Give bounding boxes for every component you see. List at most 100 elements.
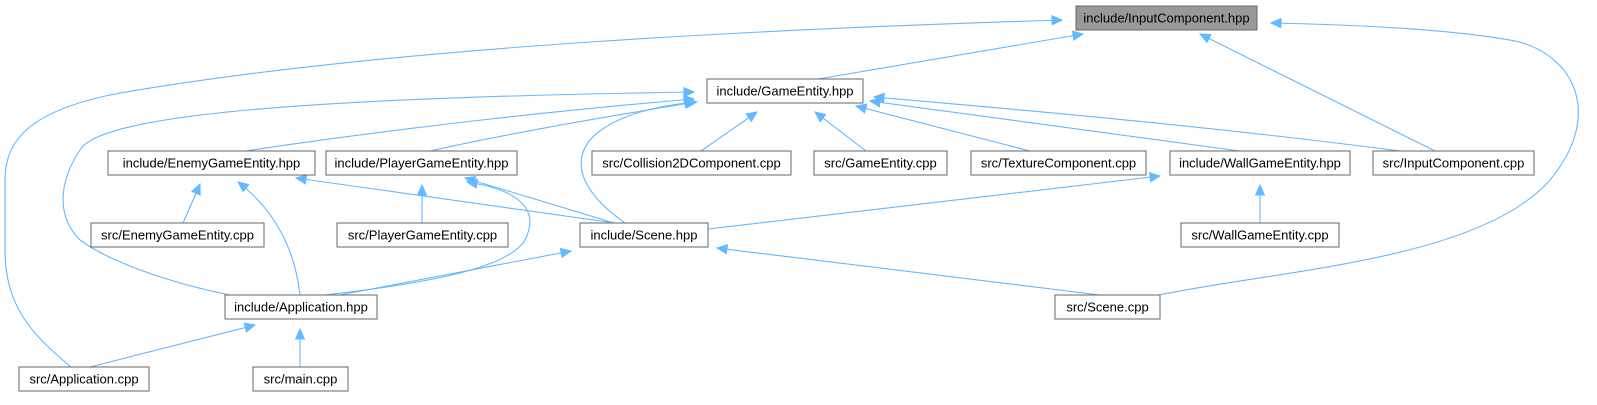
arrowhead — [854, 103, 868, 114]
node-box — [1075, 5, 1258, 31]
node-player-hpp[interactable]: include/PlayerGameEntity.hpp — [325, 150, 518, 176]
edge-wall_cpp-to-wall_hpp — [1254, 183, 1266, 223]
node-label: src/Scene.cpp — [1066, 300, 1148, 315]
node-label: src/Collision2DComponent.cpp — [602, 156, 780, 171]
node-label: src/GameEntity.cpp — [824, 156, 936, 171]
node-box — [1054, 294, 1161, 320]
edge-app_hpp-to-gameentity_hpp — [62, 86, 696, 296]
arrowhead — [1051, 15, 1064, 26]
arrowhead — [559, 247, 573, 259]
node-label: src/main.cpp — [264, 372, 338, 387]
node-label: src/InputComponent.cpp — [1383, 156, 1525, 171]
edge-input_cpp-to-input_hpp — [1198, 33, 1436, 152]
edge-tex_cpp-to-gameentity_hpp — [854, 103, 1031, 152]
edge-line — [62, 91, 695, 296]
edge-coll_cpp-to-gameentity_hpp — [700, 111, 758, 152]
edge-input_cpp-to-gameentity_hpp — [872, 92, 1401, 152]
node-box — [224, 294, 378, 320]
edge-scene_hpp-to-wall_hpp — [707, 171, 1162, 230]
node-box — [706, 78, 864, 104]
node-app-cpp[interactable]: src/Application.cpp — [18, 366, 150, 392]
node-wall-hpp[interactable]: include/WallGameEntity.hpp — [1169, 150, 1351, 176]
edge-line — [580, 101, 698, 224]
node-label: include/EnemyGameEntity.hpp — [123, 156, 301, 171]
node-enemy-cpp[interactable]: src/EnemyGameEntity.cpp — [90, 222, 265, 248]
node-label: include/WallGameEntity.hpp — [1179, 156, 1341, 171]
edge-line — [237, 181, 301, 296]
node-input-cpp[interactable]: src/InputComponent.cpp — [1372, 150, 1535, 176]
node-box — [252, 366, 349, 392]
node-box — [107, 150, 316, 176]
edge-player_hpp-to-gameentity_hpp — [429, 98, 697, 152]
arrowhead — [237, 181, 250, 193]
node-box — [1372, 150, 1535, 176]
arrowhead — [1269, 17, 1282, 29]
edge-enemy_cpp-to-enemy_hpp — [182, 182, 201, 224]
edge-line — [295, 177, 616, 224]
node-box — [579, 222, 709, 248]
node-box — [591, 150, 792, 176]
edge-scene_hpp-to-enemy_hpp — [294, 174, 616, 224]
edge-app_cpp-to-input_hpp — [4, 15, 1064, 368]
node-box — [1180, 222, 1340, 248]
node-box — [18, 366, 150, 392]
arrowhead — [715, 244, 729, 255]
node-gameentity-hpp[interactable]: include/GameEntity.hpp — [706, 78, 864, 104]
node-box — [336, 222, 509, 248]
edge-line — [700, 111, 758, 152]
node-input-hpp[interactable]: include/InputComponent.hpp — [1075, 5, 1258, 31]
arrowhead — [465, 178, 479, 189]
arrowhead — [294, 327, 306, 340]
node-app-hpp[interactable]: include/Application.hpp — [224, 294, 378, 320]
arrowhead — [294, 174, 308, 185]
node-wall-cpp[interactable]: src/WallGameEntity.cpp — [1180, 222, 1340, 248]
edge-line — [89, 324, 256, 368]
arrowhead — [868, 97, 882, 108]
edge-gameentity_hpp-to-input_hpp — [817, 30, 1085, 80]
arrowhead — [1198, 33, 1212, 44]
edge-line — [323, 181, 531, 296]
edge-main_cpp-to-app_hpp — [294, 327, 306, 367]
node-coll-cpp[interactable]: src/Collision2DComponent.cpp — [591, 150, 792, 176]
edges-layer — [4, 15, 1579, 368]
arrowhead — [686, 97, 699, 109]
edge-app_cpp-to-app_hpp — [89, 322, 257, 368]
node-tex-cpp[interactable]: src/TextureComponent.cpp — [970, 150, 1147, 176]
edge-line — [464, 177, 615, 224]
edge-line — [1199, 33, 1436, 152]
arrowhead — [1148, 171, 1162, 183]
arrowhead — [872, 92, 885, 104]
edge-app_hpp-to-player_hpp — [323, 178, 531, 296]
node-enemy-hpp[interactable]: include/EnemyGameEntity.hpp — [107, 150, 316, 176]
node-scene-cpp[interactable]: src/Scene.cpp — [1054, 294, 1161, 320]
edge-ge_cpp-to-gameentity_hpp — [814, 111, 867, 152]
node-box — [813, 150, 948, 176]
node-label: include/InputComponent.hpp — [1083, 11, 1249, 26]
arrowhead — [416, 183, 428, 196]
arrowhead — [814, 111, 827, 123]
edge-line — [855, 105, 1031, 152]
edge-line — [4, 19, 1063, 368]
arrowhead — [1254, 183, 1266, 196]
edge-scene_hpp-to-player_hpp — [463, 175, 615, 224]
arrowhead — [745, 111, 758, 123]
node-label: include/Application.hpp — [234, 300, 368, 315]
arrowhead — [1071, 30, 1085, 41]
node-scene-hpp[interactable]: include/Scene.hpp — [579, 222, 709, 248]
edge-scene_cpp-to-scene_hpp — [715, 244, 1101, 296]
edge-line — [707, 175, 1161, 230]
arrowhead — [190, 182, 201, 196]
edge-line — [814, 111, 867, 152]
arrowhead — [243, 322, 257, 333]
edge-line — [1158, 22, 1579, 296]
arrowhead — [683, 86, 696, 98]
node-player-cpp[interactable]: src/PlayerGameEntity.cpp — [336, 222, 509, 248]
edge-line — [873, 96, 1401, 152]
node-label: src/PlayerGameEntity.cpp — [348, 228, 497, 243]
node-main-cpp[interactable]: src/main.cpp — [252, 366, 349, 392]
node-ge-cpp[interactable]: src/GameEntity.cpp — [813, 150, 948, 176]
node-label: include/GameEntity.hpp — [716, 84, 853, 99]
node-box — [1169, 150, 1351, 176]
node-label: src/TextureComponent.cpp — [981, 156, 1136, 171]
